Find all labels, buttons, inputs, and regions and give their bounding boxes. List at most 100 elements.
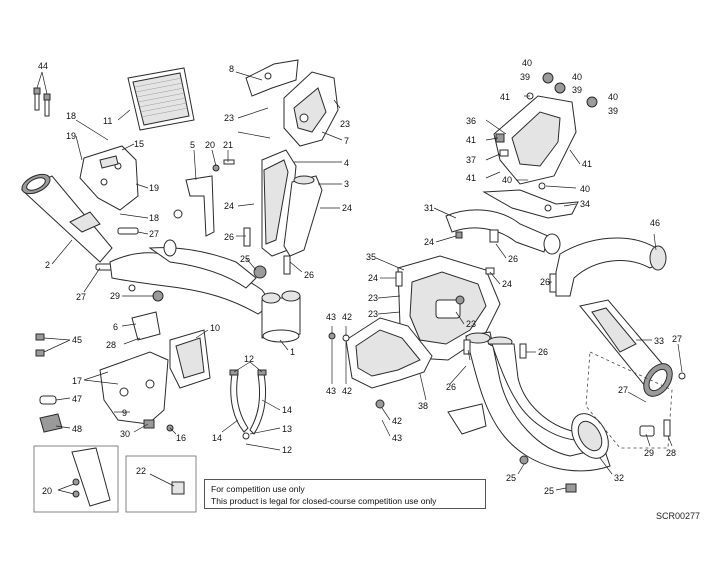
callout-21: 21 <box>223 140 233 150</box>
callout-31: 31 <box>424 203 434 213</box>
callout-28: 28 <box>666 448 676 458</box>
callout-24: 24 <box>368 273 378 283</box>
part-34-hanger <box>482 189 579 219</box>
callout-35: 35 <box>366 252 376 262</box>
callout-42: 42 <box>342 312 352 322</box>
callout-33: 33 <box>654 336 664 346</box>
part-6-bracket <box>131 311 161 341</box>
callout-23: 23 <box>368 309 378 319</box>
part-45-bolts <box>35 333 45 357</box>
callout-3: 3 <box>344 179 349 189</box>
part-27-clamps-left <box>95 227 164 302</box>
callout-27: 27 <box>76 292 86 302</box>
callout-14: 14 <box>212 433 222 443</box>
callout-16: 16 <box>176 433 186 443</box>
part-2-left-silencer <box>21 173 113 263</box>
callout-15: 15 <box>134 139 144 149</box>
part-31-header-pipe <box>445 209 561 255</box>
callout-43: 43 <box>392 433 402 443</box>
callout-40: 40 <box>572 72 582 82</box>
callout-45: 45 <box>72 335 82 345</box>
callout-26: 26 <box>508 254 518 264</box>
part-5-bracket <box>173 159 235 237</box>
callout-24: 24 <box>224 201 234 211</box>
silencer-dashed-outline <box>585 351 673 449</box>
callout-27: 27 <box>149 229 159 239</box>
part-32-collector-pipe <box>447 331 611 493</box>
callout-12: 12 <box>282 445 292 455</box>
callout-19: 19 <box>149 183 159 193</box>
callout-44: 44 <box>38 61 48 71</box>
callout-42: 42 <box>392 416 402 426</box>
callout-1: 1 <box>290 347 295 357</box>
callout-27: 27 <box>618 385 628 395</box>
drawing-code: SCR00277 <box>655 511 700 521</box>
callout-8: 8 <box>229 64 234 74</box>
part-26-springs-left <box>243 227 291 279</box>
callout-24: 24 <box>424 237 434 247</box>
callout-4: 4 <box>344 158 349 168</box>
callout-46: 46 <box>650 218 660 228</box>
callout-28: 28 <box>106 340 116 350</box>
callout-14: 14 <box>282 405 292 415</box>
callout-labels: 44 11 18 19 15 19 18 27 2 27 29 5 20 21 … <box>38 58 682 496</box>
competition-use-notice: For competition use only This product is… <box>204 479 486 509</box>
callout-26: 26 <box>446 382 456 392</box>
callout-40: 40 <box>580 184 590 194</box>
leader-lines <box>36 71 683 495</box>
callout-26: 26 <box>304 270 314 280</box>
callout-13: 13 <box>282 424 292 434</box>
part-11-mesh-panel <box>127 67 195 131</box>
callout-36: 36 <box>466 116 476 126</box>
callout-27: 27 <box>672 334 682 344</box>
callout-6: 6 <box>113 322 118 332</box>
callout-29: 29 <box>644 448 654 458</box>
callout-39: 39 <box>608 106 618 116</box>
callout-23: 23 <box>340 119 350 129</box>
callout-37: 37 <box>466 155 476 165</box>
callout-18: 18 <box>149 213 159 223</box>
callout-23: 23 <box>466 319 476 329</box>
part-46-link-pipe <box>555 237 667 297</box>
callout-7: 7 <box>344 136 349 146</box>
part-38-lower-shield <box>345 317 433 409</box>
callout-9: 9 <box>122 408 127 418</box>
part-47-48-sensor <box>39 395 63 433</box>
callout-40: 40 <box>608 92 618 102</box>
callout-41: 41 <box>466 173 476 183</box>
callout-10: 10 <box>210 323 220 333</box>
callout-38: 38 <box>418 401 428 411</box>
callout-39: 39 <box>520 72 530 82</box>
callout-23: 23 <box>368 293 378 303</box>
callout-26: 26 <box>224 232 234 242</box>
part-10-cover <box>169 329 211 389</box>
callout-22: 22 <box>136 466 146 476</box>
callout-34: 34 <box>580 199 590 209</box>
part-24-26-springs-right <box>395 231 557 359</box>
callout-32: 32 <box>614 473 624 483</box>
callout-17: 17 <box>72 376 82 386</box>
part-44-screws <box>33 87 51 117</box>
part-9-bracket <box>99 351 174 432</box>
part-12-straps <box>229 369 267 440</box>
callout-26: 26 <box>540 277 550 287</box>
callout-19: 19 <box>66 131 76 141</box>
part-15-bracket <box>79 145 139 211</box>
callout-43: 43 <box>326 386 336 396</box>
part-8-shield-bracket <box>245 59 299 97</box>
callout-24: 24 <box>342 203 352 213</box>
notice-line-1: For competition use only <box>211 484 305 494</box>
inset-box-22 <box>125 455 197 513</box>
callout-29: 29 <box>110 291 120 301</box>
callout-12: 12 <box>244 354 254 364</box>
callout-39: 39 <box>572 85 582 95</box>
callout-20: 20 <box>205 140 215 150</box>
callout-30: 30 <box>120 429 130 439</box>
callout-23: 23 <box>224 113 234 123</box>
callout-5: 5 <box>190 140 195 150</box>
callout-11: 11 <box>103 116 112 126</box>
inset-box-20 <box>33 445 119 513</box>
callout-41: 41 <box>582 159 592 169</box>
callout-40: 40 <box>522 58 532 68</box>
